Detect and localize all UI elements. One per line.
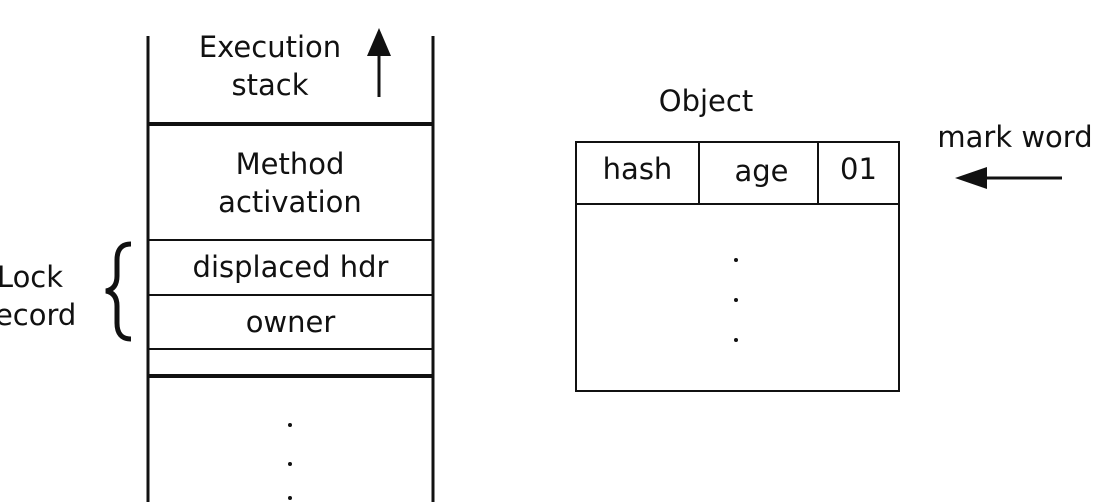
up-arrow-icon <box>367 28 391 97</box>
object-ellipsis-dot-2 <box>734 298 738 302</box>
lock-record-label: Lock record <box>0 258 105 334</box>
object-box <box>575 141 900 392</box>
object-title: Object <box>658 84 754 118</box>
execution-stack-label: Execution stack <box>185 28 355 104</box>
stack-ellipsis-dot-1 <box>288 423 292 427</box>
object-table <box>575 141 900 392</box>
method-label-line2: activation <box>218 185 362 219</box>
bits-cell: 01 <box>840 152 877 186</box>
method-activation-label: Method activation <box>195 145 385 221</box>
lock-label-line1: Lock <box>0 260 64 294</box>
object-ellipsis-dot-1 <box>734 258 738 262</box>
owner-label: owner <box>245 305 336 339</box>
displaced-hdr-label: displaced hdr <box>192 250 389 284</box>
object-ellipsis-dot-3 <box>734 338 738 342</box>
stack-ellipsis-dot-2 <box>288 462 292 466</box>
mark-word-label: mark word <box>937 120 1093 154</box>
execution-label-line2: stack <box>231 68 309 102</box>
lock-label-line2: record <box>0 298 77 332</box>
left-arrow-icon <box>955 167 1062 189</box>
stack-ellipsis-dot-3 <box>288 496 292 500</box>
brace-icon <box>105 241 132 342</box>
method-label-line1: Method <box>235 147 345 181</box>
age-cell: age <box>734 154 789 188</box>
stack-frame <box>146 36 435 502</box>
execution-label-line1: Execution <box>198 30 342 64</box>
hash-cell: hash <box>602 152 673 186</box>
